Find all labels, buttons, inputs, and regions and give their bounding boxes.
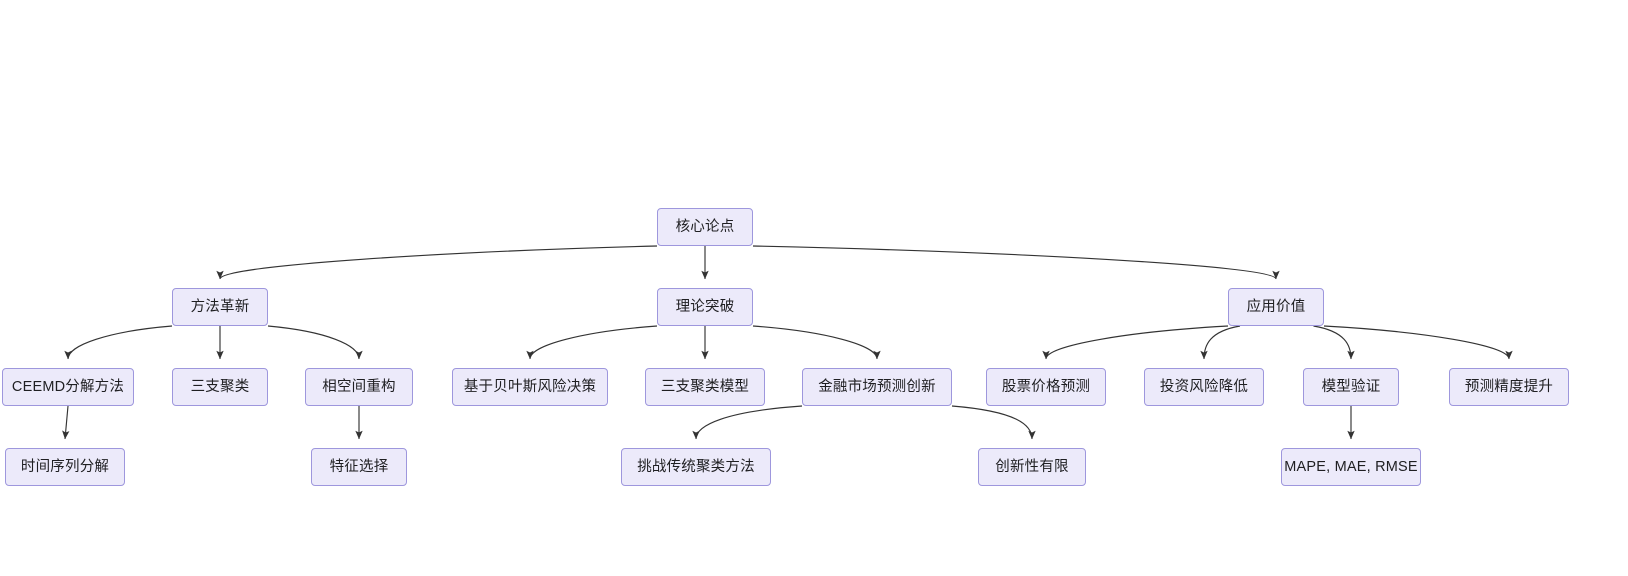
edge-root-to-m3 [752, 245, 1280, 280]
flow-node-l5[interactable]: MAPE, MAE, RMSE [1281, 448, 1421, 486]
flow-node-label: MAPE, MAE, RMSE [1284, 458, 1418, 475]
edge-m3-to-c9 [1313, 325, 1355, 360]
flow-node-label: 基于贝叶斯风险决策 [463, 378, 597, 395]
flow-node-c7[interactable]: 股票价格预测 [986, 368, 1106, 406]
flow-node-c5[interactable]: 三支聚类模型 [645, 368, 765, 406]
edge-m3-to-c8 [1200, 325, 1241, 360]
flow-node-label: 相空间重构 [322, 378, 396, 395]
flow-node-c4[interactable]: 基于贝叶斯风险决策 [452, 368, 608, 406]
flow-node-m2[interactable]: 理论突破 [657, 288, 753, 326]
flow-node-label: 创新性有限 [995, 458, 1069, 475]
flow-node-c8[interactable]: 投资风险降低 [1144, 368, 1264, 406]
flow-node-c9[interactable]: 模型验证 [1303, 368, 1399, 406]
edge-m1-to-c1 [64, 325, 173, 360]
flow-node-c3[interactable]: 相空间重构 [305, 368, 413, 406]
edge-m3-to-c7 [1042, 325, 1229, 360]
flow-node-c10[interactable]: 预测精度提升 [1449, 368, 1569, 406]
flow-node-label: 挑战传统聚类方法 [637, 458, 755, 475]
flow-node-label: 预测精度提升 [1464, 378, 1554, 395]
flow-node-label: 三支聚类 [190, 378, 250, 395]
flow-node-label: 特征选择 [329, 458, 389, 475]
flow-node-label: CEEMD分解方法 [11, 378, 125, 395]
flow-node-label: 模型验证 [1321, 378, 1381, 395]
edge-m2-to-c4 [526, 325, 658, 360]
flow-node-l4[interactable]: 创新性有限 [978, 448, 1086, 486]
flow-node-label: 时间序列分解 [20, 458, 110, 475]
flow-node-label: 三支聚类模型 [660, 378, 750, 395]
edge-c1-to-l1 [62, 405, 70, 440]
flow-node-c1[interactable]: CEEMD分解方法 [2, 368, 134, 406]
edge-root-to-m1 [216, 245, 658, 280]
flow-node-l3[interactable]: 挑战传统聚类方法 [621, 448, 771, 486]
edge-c6-to-l3 [692, 405, 803, 440]
flow-node-label: 理论突破 [675, 298, 735, 315]
flow-node-label: 股票价格预测 [1001, 378, 1091, 395]
flow-node-c6[interactable]: 金融市场预测创新 [802, 368, 952, 406]
edge-m3-to-c10 [1323, 325, 1513, 360]
flow-node-l2[interactable]: 特征选择 [311, 448, 407, 486]
flow-node-label: 核心论点 [675, 218, 735, 235]
flow-node-m3[interactable]: 应用价值 [1228, 288, 1324, 326]
flow-node-m1[interactable]: 方法革新 [172, 288, 268, 326]
flow-node-label: 方法革新 [190, 298, 250, 315]
flow-node-l1[interactable]: 时间序列分解 [5, 448, 125, 486]
flow-node-label: 应用价值 [1246, 298, 1306, 315]
edge-m2-to-c6 [752, 325, 881, 360]
edge-c6-to-l4 [951, 405, 1036, 440]
flow-node-label: 投资风险降低 [1159, 378, 1249, 395]
edge-m1-to-c3 [267, 325, 363, 360]
flow-node-root[interactable]: 核心论点 [657, 208, 753, 246]
flow-node-label: 金融市场预测创新 [818, 378, 936, 395]
flow-node-c2[interactable]: 三支聚类 [172, 368, 268, 406]
